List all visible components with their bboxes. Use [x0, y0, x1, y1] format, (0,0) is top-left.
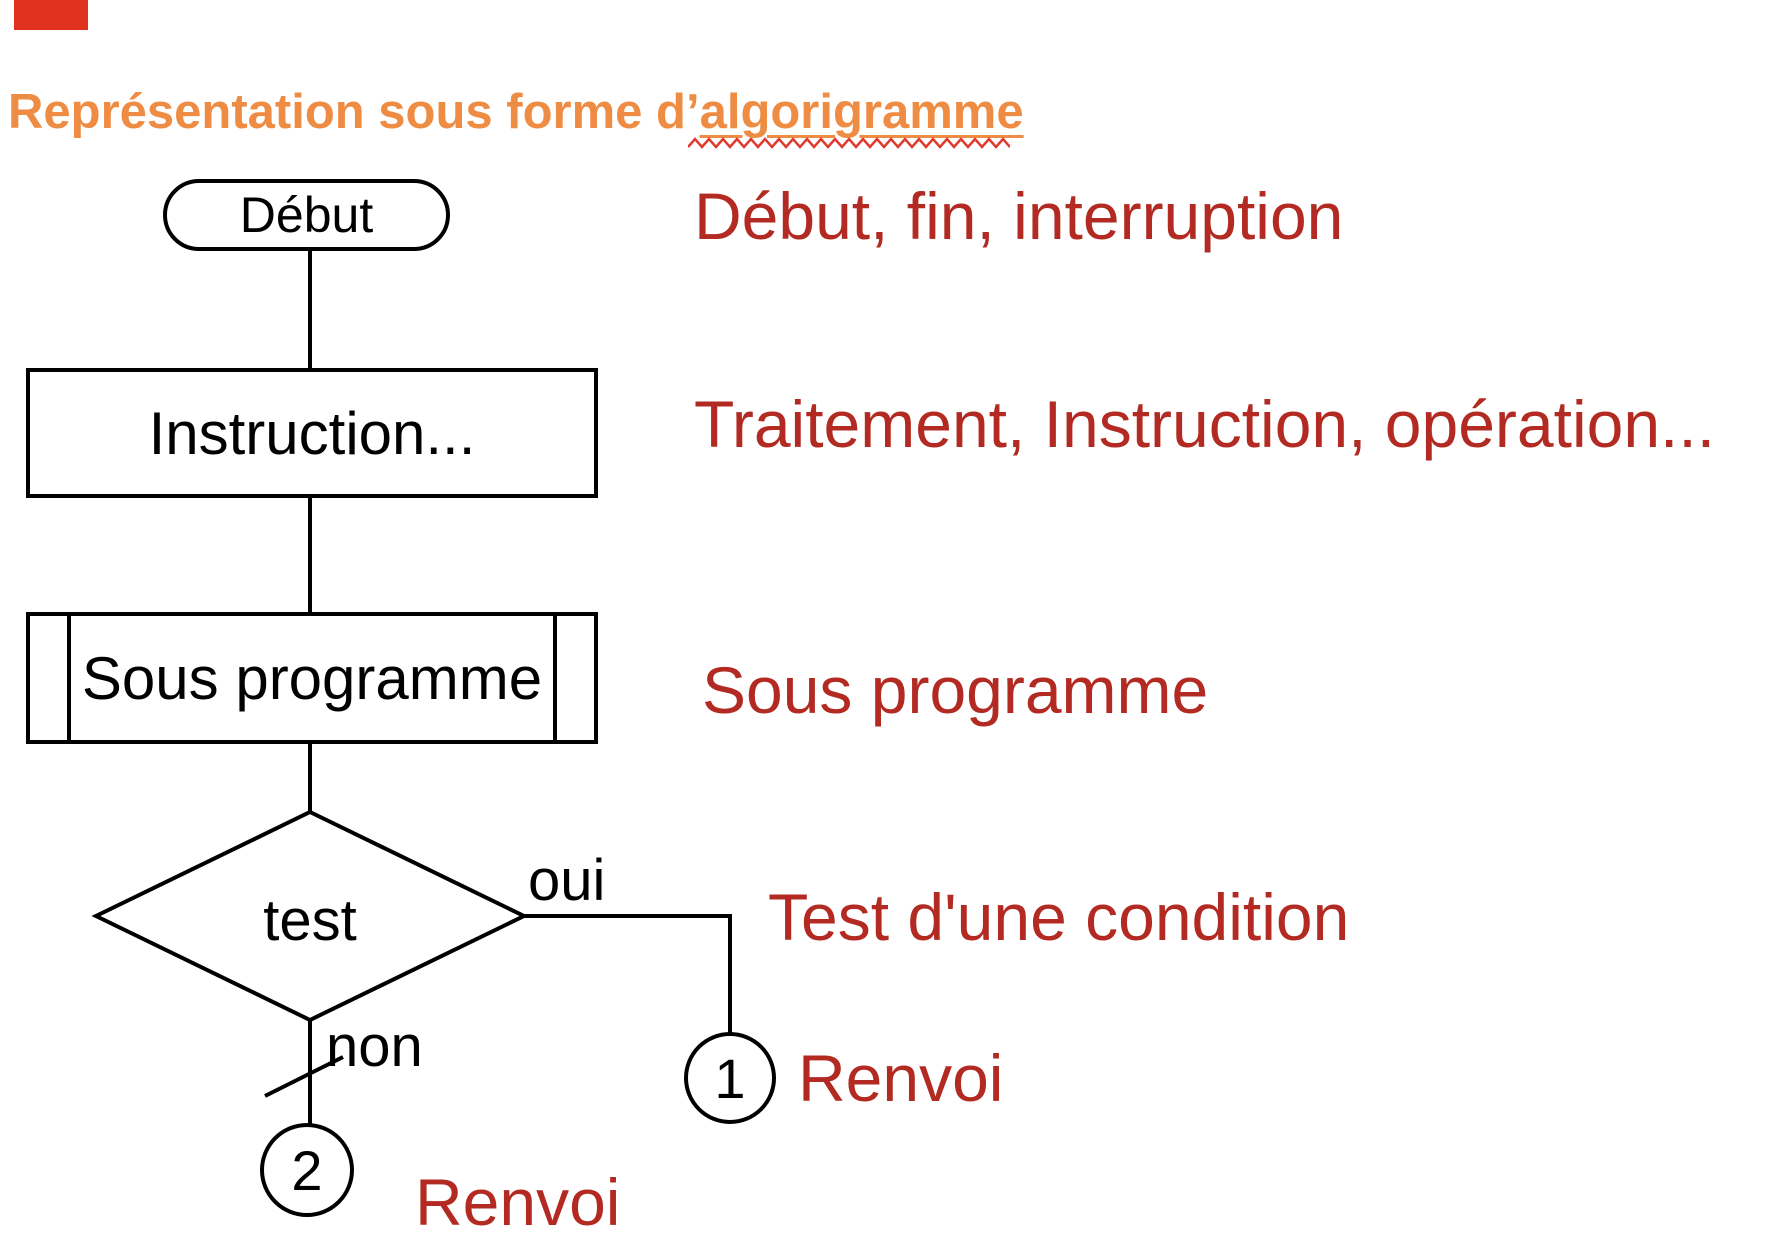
- page-title: Représentation sous forme d’algorigramme: [8, 88, 1024, 137]
- annotation-subroutine: Sous programme: [702, 653, 1209, 727]
- title-underlined-word: algorigramme: [699, 85, 1024, 139]
- annotation-process: Traitement, Instruction, opération...: [694, 387, 1716, 461]
- annotation-connector-2: Renvoi: [415, 1165, 621, 1236]
- connector-circle-1: 1: [684, 1032, 776, 1124]
- connector-2-label: 2: [291, 1138, 323, 1202]
- terminator-label: Début: [239, 187, 374, 243]
- subroutine-right-bar: [553, 616, 557, 740]
- subroutine-label: Sous programme: [81, 644, 543, 712]
- decision-label: test: [263, 888, 357, 953]
- process-node: Instruction...: [26, 368, 598, 498]
- yes-branch-label: oui: [528, 848, 606, 913]
- yes-branch-line: [524, 914, 732, 1034]
- connector-1-label: 1: [714, 1046, 746, 1110]
- process-label: Instruction...: [148, 399, 476, 467]
- annotation-decision: Test d'une condition: [768, 880, 1350, 954]
- subroutine-left-bar: [67, 616, 71, 740]
- title-prefix: Représentation sous forme d’: [8, 85, 700, 139]
- connector-circle-2: 2: [260, 1123, 354, 1217]
- annotation-connector-1: Renvoi: [798, 1041, 1004, 1115]
- corner-red-tab: [14, 0, 88, 30]
- subroutine-node: Sous programme: [26, 612, 598, 744]
- terminator-node: Début: [163, 179, 450, 251]
- annotation-terminator: Début, fin, interruption: [694, 179, 1344, 253]
- spellcheck-squiggle-icon: [688, 137, 1010, 149]
- no-branch-label: non: [326, 1014, 423, 1079]
